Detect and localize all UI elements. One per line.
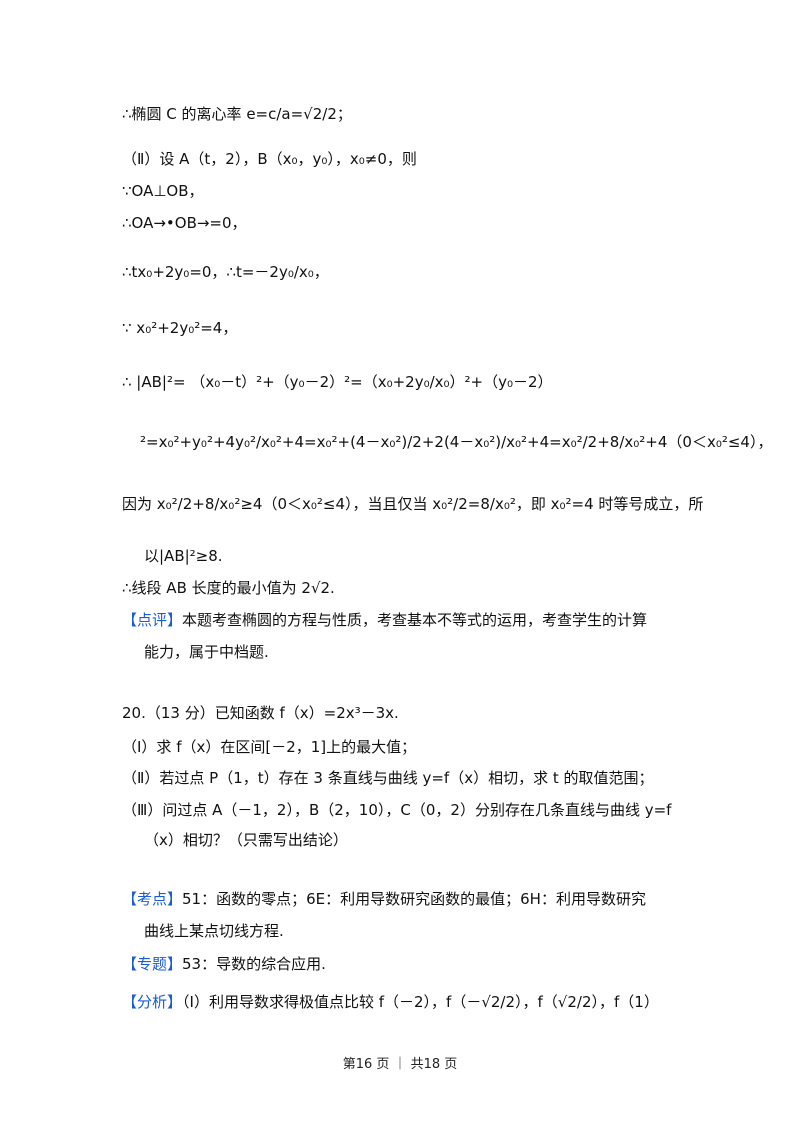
zhuanti-tag: 【专题】	[122, 955, 183, 973]
solution-line-conclusion: ∴线段 AB 长度的最小值为 2√2.	[122, 579, 335, 597]
solution-line-perpendicular: ∵OA⊥OB，	[122, 182, 204, 200]
solution-line-inequality: 因为 x₀²/2+8/x₀²≥4（0＜x₀²≤4），当且仅当 x₀²/2=8/x…	[122, 495, 704, 513]
problem-20-stem: 20.（13 分）已知函数 f（x）=2x³－3x.	[122, 704, 399, 722]
zhuanti-section: 【专题】53：导数的综合应用.	[122, 954, 326, 974]
solution-line-ab-min: 以|AB|²≥8.	[144, 547, 223, 565]
solution-line-set-points: （Ⅱ）设 A（t，2），B（x₀，y₀），x₀≠0，则	[122, 150, 417, 168]
kaodian-text-2: 曲线上某点切线方程.	[144, 922, 284, 940]
review-section: 【点评】本题考查椭圆的方程与性质，考查基本不等式的运用，考查学生的计算	[122, 610, 647, 630]
kaodian-section: 【考点】51：函数的零点；6E：利用导数研究函数的最值；6H：利用导数研究	[122, 889, 646, 909]
problem-20-part-3: （Ⅲ）问过点 A（－1，2），B（2，10），C（0，2）分别存在几条直线与曲线…	[122, 801, 672, 819]
review-text-2: 能力，属于中档题.	[144, 643, 269, 661]
review-text-1: 本题考查椭圆的方程与性质，考查基本不等式的运用，考查学生的计算	[182, 611, 648, 629]
kaodian-text-1: 51：函数的零点；6E：利用导数研究函数的最值；6H：利用导数研究	[182, 890, 646, 908]
solution-line-ab-squared: ∴ |AB|²= （x₀－t）²+（y₀－2）²=（x₀+2y₀/x₀）²+（y…	[122, 373, 553, 391]
kaodian-tag: 【考点】	[122, 890, 183, 908]
zhuanti-text: 53：导数的综合应用.	[182, 955, 326, 973]
page-footer: 第16 页 ｜ 共18 页	[342, 1057, 458, 1072]
problem-20-part-1: （Ⅰ）求 f（x）在区间[－2，1]上的最大值；	[122, 738, 417, 756]
fenxi-text: （Ⅰ）利用导数求得极值点比较 f（－2），f（－√2/2），f（√2/2），f（…	[182, 993, 659, 1011]
fenxi-section: 【分析】（Ⅰ）利用导数求得极值点比较 f（－2），f（－√2/2），f（√2/2…	[122, 992, 659, 1012]
review-tag: 【点评】	[122, 611, 183, 629]
problem-20-part-3-cont: （x）相切？（只需写出结论）	[144, 831, 348, 849]
fenxi-tag: 【分析】	[122, 993, 183, 1011]
solution-line-ellipse-constraint: ∵ x₀²+2y₀²=4，	[122, 319, 238, 337]
problem-20-part-2: （Ⅱ）若过点 P（1，t）存在 3 条直线与曲线 y=f（x）相切，求 t 的取…	[122, 769, 654, 787]
solution-line-dot-product: ∴OA→•OB→=0，	[122, 214, 247, 232]
solution-line-t-expression: ∴tx₀+2y₀=0，∴t=－2y₀/x₀，	[122, 263, 329, 281]
solution-line-expansion: ²=x₀²+y₀²+4y₀²/x₀²+4=x₀²+(4－x₀²)/2+2(4－x…	[140, 433, 773, 451]
solution-line-eccentricity: ∴椭圆 C 的离心率 e=c/a=√2/2；	[122, 105, 352, 123]
